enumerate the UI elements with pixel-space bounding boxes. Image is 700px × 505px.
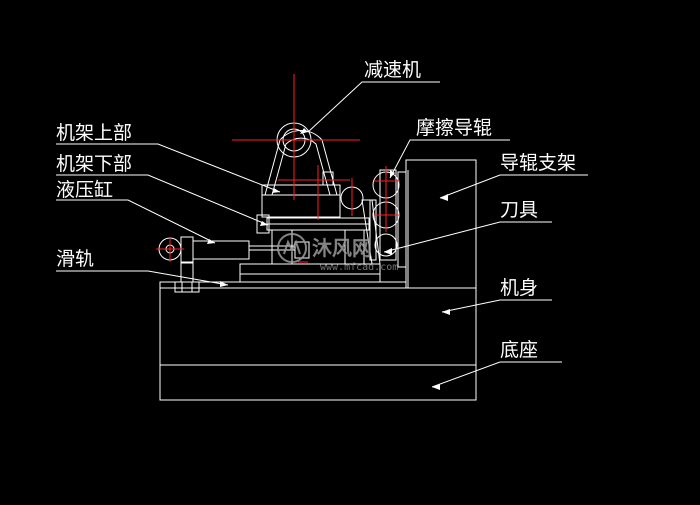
watermark-name: 沐风网 (312, 236, 372, 260)
mf-logo-icon (277, 233, 307, 263)
centerlines (156, 74, 400, 263)
label-cutter: 刀具 (500, 199, 538, 221)
leader-arrowheads (207, 128, 450, 390)
label-hydraulic-cylinder: 液压缸 (56, 179, 113, 201)
cutter (361, 199, 381, 265)
upper-frame (261, 130, 341, 218)
roller-bracket (397, 159, 477, 289)
label-friction-roller: 摩擦导辊 (416, 117, 492, 139)
label-lower-frame: 机架下部 (56, 153, 132, 175)
leader-lines (56, 81, 588, 388)
watermark-url: www.mfcad.com (320, 262, 398, 273)
watermark: 沐风网 www.mfcad.com (277, 233, 398, 273)
label-machine-body: 机身 (500, 277, 538, 299)
label-slide-rail: 滑轨 (56, 248, 94, 270)
label-upper-frame: 机架上部 (56, 122, 132, 144)
label-reducer: 减速机 (364, 59, 421, 81)
label-roller-bracket: 导辊支架 (500, 152, 576, 174)
label-base: 底座 (500, 339, 538, 361)
